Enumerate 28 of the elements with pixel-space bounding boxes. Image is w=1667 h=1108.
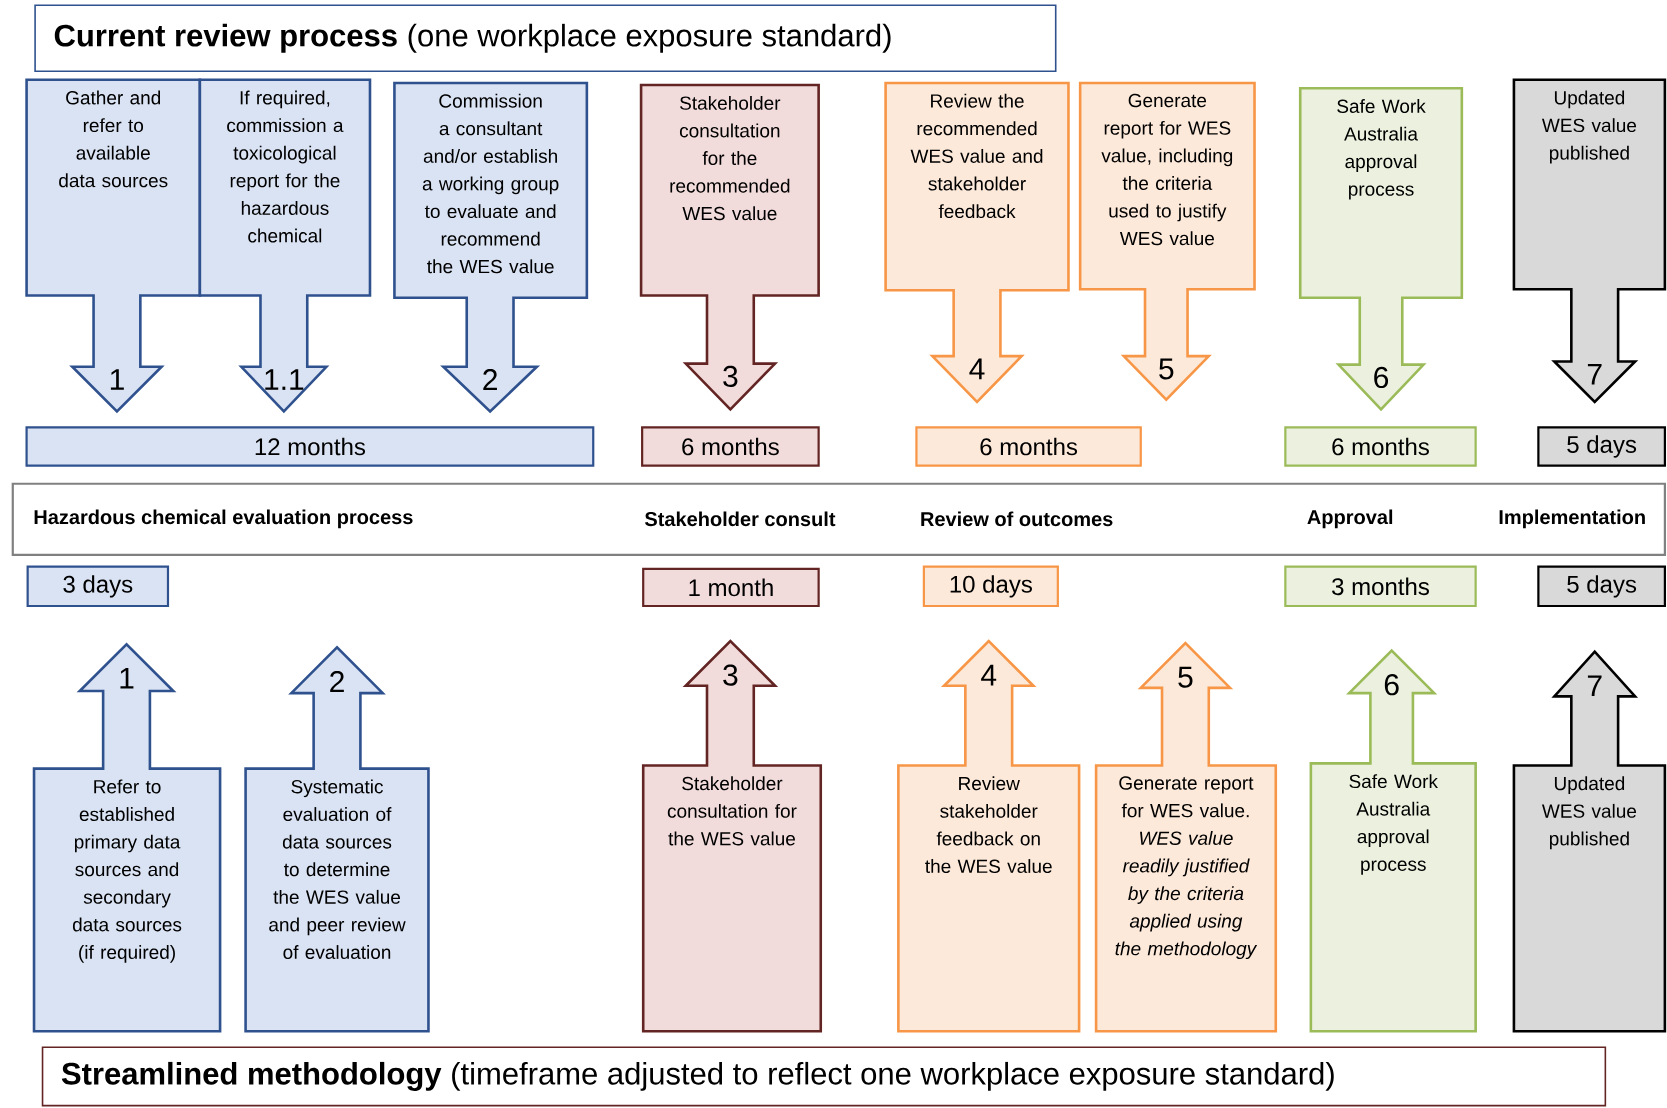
down-arrow-box: 3 Stakeholder consultation for the recommended WES value (639, 83, 820, 412)
down-arrow-box: 7 Updated WES value published (1512, 78, 1667, 404)
down-arrow-box: 4 Review the recommended WES value and stakeholder feedback (884, 81, 1070, 404)
up-arrow-box: 2 Systematic evaluation of data sources to determine the WES value and peer review of evaluation (244, 645, 430, 1033)
duration-bar: 6 months (641, 426, 820, 467)
down-arrow-box: 6 Safe Work Australia approval process (1298, 87, 1464, 412)
duration-bar: 6 months (1284, 426, 1477, 467)
duration-bar: 5 days (1537, 426, 1666, 467)
down-arrow-box: 1.1 If required, commission a toxicological report for the hazardous chemical (198, 78, 372, 414)
title-box: Current review process (one workplace exposure standard) (34, 4, 1057, 73)
up-arrow-box: 5 Generate report for WES value. WES value readily justified by the criteria applied using the methodology (1094, 641, 1278, 1033)
title-box: Streamlined methodology (timeframe adjusted to reflect one workplace exposure standard) (41, 1046, 1607, 1107)
up-arrow-box: 3 Stakeholder consultation for the WES value (641, 639, 823, 1033)
duration-bar: 1 month (642, 567, 820, 608)
duration-bar: 5 days (1537, 565, 1666, 608)
duration-bar: 12 months (25, 426, 595, 467)
duration-bar: 3 days (26, 565, 170, 608)
down-arrow-box: 2 Commission a consultant and/or establish a working group to evaluate and recommend the WES value (393, 81, 589, 414)
duration-bar: 3 months (1284, 565, 1477, 608)
up-arrow-box: 4 Review stakeholder feedback on the WES value (897, 639, 1081, 1033)
up-arrow-box: 1 Refer to established primary data sources and secondary data sources (if required) (32, 642, 222, 1033)
down-arrow-box: 5 Generate report for WES value, including the criteria used to justify WES value (1078, 81, 1256, 402)
up-arrow-box: 7 Updated WES value published (1512, 649, 1667, 1033)
duration-bar: 6 months (915, 426, 1142, 467)
down-arrow-box: 1 Gather and refer to available data sources (25, 78, 202, 414)
duration-bar: 10 days (922, 565, 1059, 608)
up-arrow-box: 6 Safe Work Australia approval process (1309, 648, 1477, 1033)
phase-band: Hazardous chemical evaluation process Stakeholder consult Review of outcomes Approval Implementation (11, 482, 1666, 557)
